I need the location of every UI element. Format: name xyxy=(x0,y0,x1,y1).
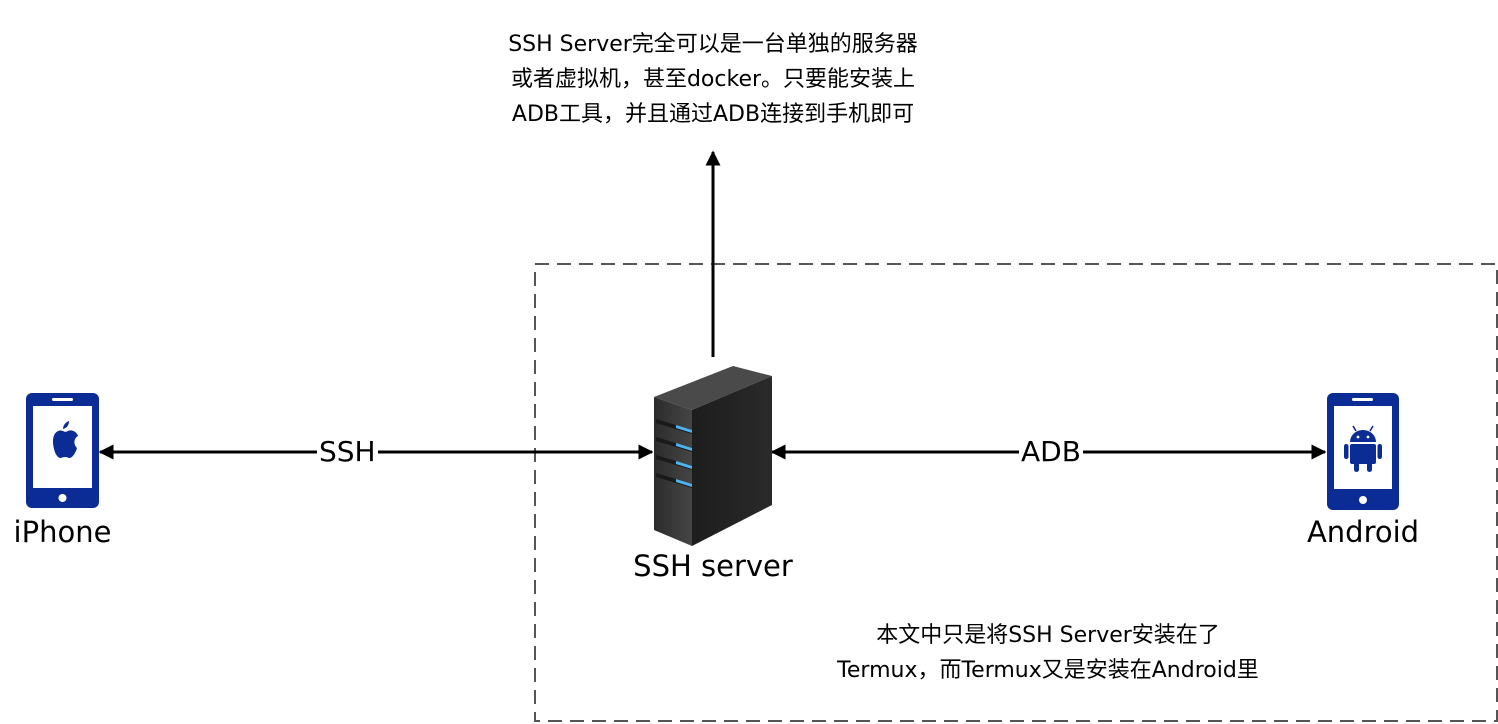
ssh-edge-label: SSH xyxy=(317,435,378,468)
bottom-note-line-1: 本文中只是将SSH Server安装在了 xyxy=(876,623,1220,648)
apple-logo-icon xyxy=(53,421,78,458)
top-note: SSH Server完全可以是一台单独的服务器 或者虚拟机，甚至docker。只… xyxy=(413,27,1013,132)
ssh-server-label: SSH server xyxy=(633,549,793,583)
top-note-line-2: 或者虚拟机，甚至docker。只要能安装上 xyxy=(510,67,916,92)
server-led-bays xyxy=(656,419,692,488)
apple-phone-icon xyxy=(26,393,99,508)
server-tower-icon xyxy=(654,366,772,546)
bottom-note: 本文中只是将SSH Server安装在了 Termux，而Termux又是安装在… xyxy=(748,618,1348,688)
android-label: Android xyxy=(1306,515,1420,549)
top-note-line-1: SSH Server完全可以是一台单独的服务器 xyxy=(508,32,918,57)
adb-edge-label: ADB xyxy=(1019,435,1083,468)
android-phone-icon xyxy=(1327,393,1399,510)
top-note-line-3: ADB工具，并且通过ADB连接到手机即可 xyxy=(511,102,915,127)
dashed-boundary-box xyxy=(534,263,1498,722)
bottom-note-line-2: Termux，而Termux又是安装在Android里 xyxy=(837,658,1259,683)
android-robot-icon xyxy=(1344,425,1382,472)
iphone-label: iPhone xyxy=(13,515,112,549)
